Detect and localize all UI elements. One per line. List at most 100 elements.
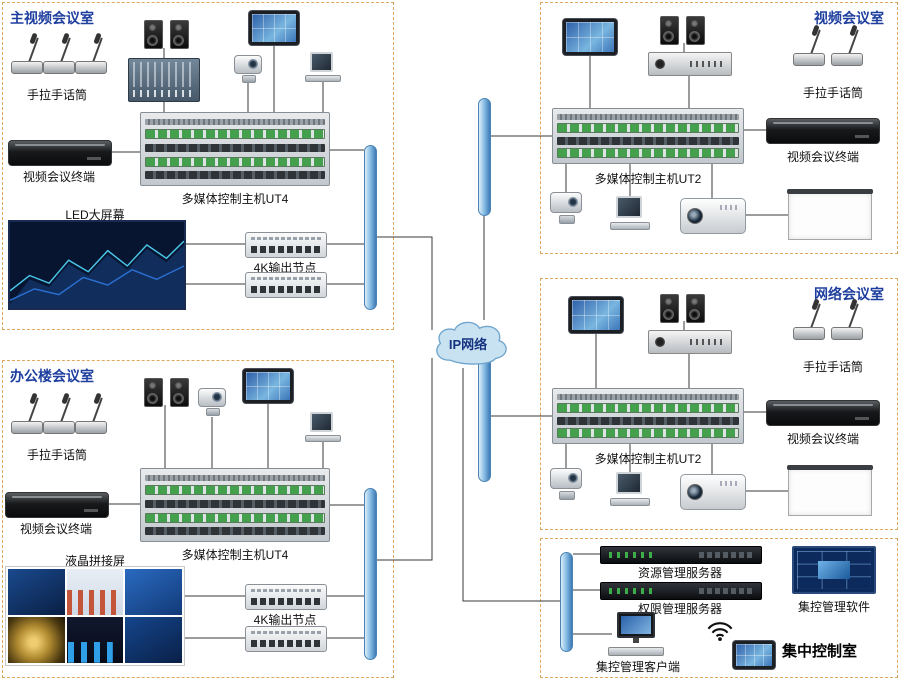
screen bbox=[572, 300, 620, 330]
room-title-control: 集中控制室 bbox=[782, 643, 858, 660]
microphone-icon bbox=[830, 24, 864, 66]
terminal-label: 视频会议终端 bbox=[19, 522, 92, 536]
projector-icon bbox=[680, 198, 746, 234]
touch-panel-icon bbox=[568, 296, 624, 334]
resource-server-label: 资源管理服务器 bbox=[637, 566, 722, 580]
laptop-icon bbox=[305, 412, 341, 442]
wall-panel bbox=[66, 569, 124, 615]
speaker-icon bbox=[660, 294, 679, 323]
video-terminal-icon bbox=[766, 118, 880, 144]
led-screen bbox=[8, 220, 186, 310]
mics-label: 手拉手话筒 bbox=[26, 448, 87, 462]
screen bbox=[246, 372, 290, 400]
wall-panel bbox=[66, 617, 124, 663]
microphone-icon bbox=[42, 392, 76, 434]
terminal-label: 视频会议终端 bbox=[786, 150, 859, 164]
wall-panel bbox=[8, 617, 65, 663]
microphone-icon bbox=[10, 392, 44, 434]
ptz-camera-icon bbox=[548, 468, 584, 500]
screen bbox=[252, 14, 296, 42]
microphone-icon bbox=[830, 298, 864, 340]
monitor-icon bbox=[617, 612, 655, 638]
network-trunk-bar bbox=[560, 552, 573, 652]
speaker-icon bbox=[686, 294, 705, 323]
terminal-label: 视频会议终端 bbox=[786, 432, 859, 446]
video-terminal-icon bbox=[8, 140, 112, 166]
microphone-icon bbox=[42, 32, 76, 74]
laptop-icon bbox=[610, 472, 650, 507]
ptz-camera-icon bbox=[548, 192, 584, 224]
node-label: 4K输出节点 bbox=[253, 261, 317, 275]
room-title-main: 主视频会议室 bbox=[10, 10, 94, 26]
terminal-label: 视频会议终端 bbox=[22, 170, 95, 184]
4k-output-node bbox=[245, 272, 327, 298]
screen bbox=[736, 644, 772, 666]
host-label: 多媒体控制主机UT2 bbox=[594, 452, 702, 466]
screen bbox=[566, 22, 614, 52]
control-software-screenshot bbox=[792, 546, 876, 594]
mics-label: 手拉手话筒 bbox=[802, 360, 863, 374]
wall-panel bbox=[125, 617, 182, 663]
microphone-icon bbox=[10, 32, 44, 74]
speakers-icon bbox=[660, 294, 705, 323]
mics-label: 手拉手话筒 bbox=[26, 88, 87, 102]
4k-output-node bbox=[245, 626, 327, 652]
microphone-icon bbox=[74, 392, 108, 434]
media-control-host-ut2 bbox=[552, 108, 744, 164]
speakers-icon bbox=[660, 16, 705, 45]
speaker-icon bbox=[660, 16, 679, 45]
host-label: 多媒体控制主机UT4 bbox=[181, 548, 289, 562]
laptop-icon bbox=[305, 52, 341, 82]
amplifier-icon bbox=[648, 330, 732, 354]
room-title-office: 办公楼会议室 bbox=[10, 368, 94, 384]
auth-server-icon bbox=[600, 582, 762, 600]
media-control-host-ut2 bbox=[552, 388, 744, 444]
microphone-icon bbox=[792, 298, 826, 340]
ptz-camera-icon bbox=[196, 388, 228, 416]
media-control-host-ut4 bbox=[140, 112, 330, 186]
amplifier-icon bbox=[648, 52, 732, 76]
touch-panel-icon bbox=[562, 18, 618, 56]
microphone-icon bbox=[792, 24, 826, 66]
host-label: 多媒体控制主机UT4 bbox=[181, 192, 289, 206]
ip-network-cloud: IP网络 bbox=[428, 314, 508, 372]
4k-output-node bbox=[245, 232, 327, 258]
resource-server-icon bbox=[600, 546, 762, 564]
video-terminal-icon bbox=[766, 400, 880, 426]
network-trunk-bar bbox=[364, 145, 377, 310]
speaker-icon bbox=[144, 20, 163, 49]
media-control-host-ut4 bbox=[140, 468, 330, 542]
management-client-pc bbox=[608, 612, 664, 656]
keyboard-icon bbox=[608, 647, 664, 656]
network-trunk-bar bbox=[478, 98, 491, 216]
wireless-touch-panel-icon bbox=[732, 640, 776, 670]
node-label: 4K输出节点 bbox=[253, 613, 317, 627]
auth-server-label: 权限管理服务器 bbox=[637, 602, 722, 616]
video-terminal-icon bbox=[5, 492, 109, 518]
wall-panel bbox=[125, 569, 182, 615]
ptz-camera-icon bbox=[232, 55, 264, 83]
speaker-icon bbox=[170, 378, 189, 407]
speakers-icon bbox=[144, 378, 189, 407]
audio-mixer-icon bbox=[128, 58, 200, 102]
lcd-wall-label: 液晶拼接屏 bbox=[64, 554, 125, 568]
projection-screen-icon bbox=[787, 465, 873, 516]
host-label: 多媒体控制主机UT2 bbox=[594, 172, 702, 186]
room-title-video: 视频会议室 bbox=[814, 10, 884, 26]
wifi-icon bbox=[706, 620, 734, 642]
laptop-icon bbox=[610, 196, 650, 231]
speaker-icon bbox=[144, 378, 163, 407]
microphone-icon bbox=[74, 32, 108, 74]
touch-panel-icon bbox=[242, 368, 294, 404]
4k-output-node bbox=[245, 584, 327, 610]
client-label: 集控管理客户端 bbox=[595, 660, 680, 674]
projection-screen-icon bbox=[787, 189, 873, 240]
projector-icon bbox=[680, 474, 746, 510]
wall-panel bbox=[8, 569, 65, 615]
room-main-video bbox=[2, 2, 394, 330]
mics-label: 手拉手话筒 bbox=[802, 86, 863, 100]
speaker-icon bbox=[686, 16, 705, 45]
touch-panel-icon bbox=[248, 10, 300, 46]
ip-network-label: IP网络 bbox=[448, 336, 488, 352]
